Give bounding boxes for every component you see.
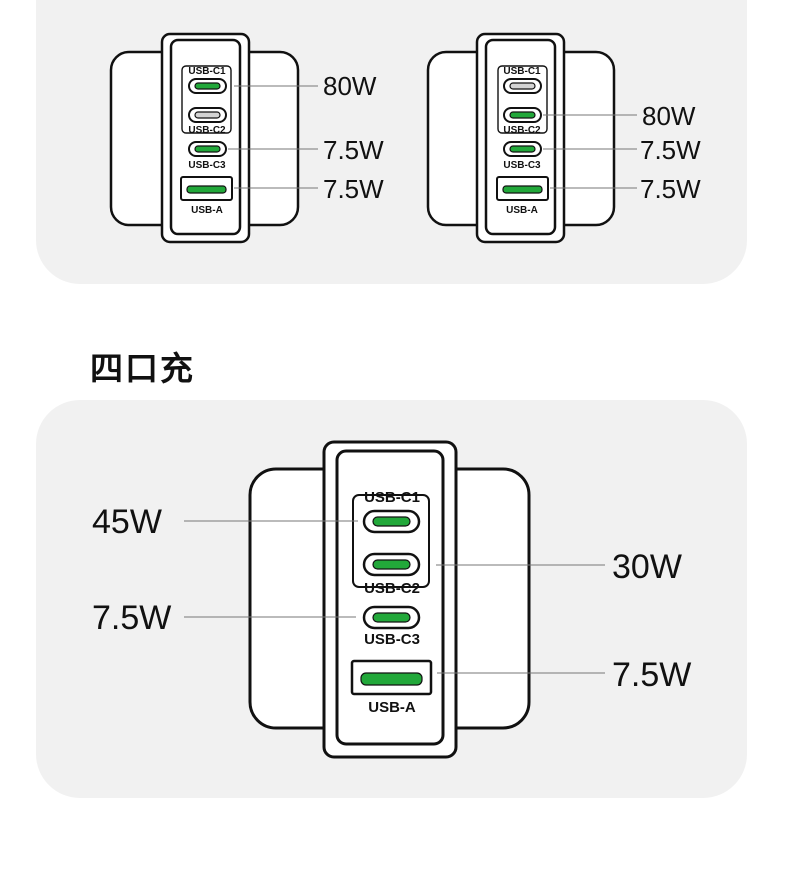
watt-label-a: 7.5W bbox=[323, 174, 384, 204]
charger-four-port: USB-C1 USB-C2 USB-C3 USB-A 45W 30W 7.5W … bbox=[92, 440, 691, 759]
c-port-group-bracket bbox=[497, 65, 548, 134]
usb-a-port-fill bbox=[186, 185, 227, 194]
usb-c3-port-fill bbox=[509, 145, 536, 153]
usb-a-port-fill bbox=[502, 185, 543, 194]
usb-c1-label: USB-C1 bbox=[188, 66, 226, 77]
usb-c3-label: USB-C3 bbox=[364, 631, 420, 648]
usb-a-label: USB-A bbox=[506, 205, 538, 216]
c-port-group-bracket bbox=[352, 494, 430, 588]
usb-c1-port-fill bbox=[372, 516, 411, 527]
usb-c1-label: USB-C1 bbox=[364, 489, 420, 506]
usb-c1-label: USB-C1 bbox=[503, 66, 541, 77]
usb-c3-label: USB-C3 bbox=[188, 160, 226, 171]
charger-clip-inner bbox=[335, 449, 445, 746]
watt-label-c2: 80W bbox=[642, 101, 696, 131]
usb-c3-label: USB-C3 bbox=[503, 160, 541, 171]
usb-c2-port-fill bbox=[194, 111, 221, 119]
watt-label-c3: 7.5W bbox=[92, 599, 171, 637]
watt-label-c2: 30W bbox=[612, 548, 682, 586]
c-port-group-bracket bbox=[181, 65, 232, 134]
charger-top-left: USB-C1 USB-C2 USB-C3 USB-A 80W 7.5W 7.5W bbox=[109, 32, 384, 244]
usb-c2-port-fill bbox=[509, 111, 536, 119]
usb-c2-label: USB-C2 bbox=[188, 125, 226, 136]
usb-a-label: USB-A bbox=[368, 699, 416, 716]
usb-c2-label: USB-C2 bbox=[503, 125, 541, 136]
watt-label-c1: 80W bbox=[323, 71, 377, 101]
charger-clip-inner bbox=[484, 38, 557, 236]
usb-c1-port-fill bbox=[509, 82, 536, 90]
usb-c2-port-fill bbox=[372, 559, 411, 570]
usb-c3-port-fill bbox=[194, 145, 221, 153]
watt-label-c1: 45W bbox=[92, 503, 162, 541]
watt-label-a: 7.5W bbox=[640, 174, 701, 204]
charger-top-right: USB-C1 USB-C2 USB-C3 USB-A 80W 7.5W 7.5W bbox=[426, 32, 701, 244]
usb-c3-port-fill bbox=[372, 612, 411, 623]
watt-label-c3: 7.5W bbox=[640, 135, 701, 165]
watt-label-c3: 7.5W bbox=[323, 135, 384, 165]
watt-label-a: 7.5W bbox=[612, 656, 691, 694]
usb-a-port-fill bbox=[360, 672, 423, 686]
usb-c1-port-fill bbox=[194, 82, 221, 90]
charger-clip-inner bbox=[169, 38, 242, 236]
section-title: 四口充 bbox=[90, 349, 195, 388]
usb-a-label: USB-A bbox=[191, 205, 223, 216]
usb-c2-label: USB-C2 bbox=[364, 580, 420, 597]
